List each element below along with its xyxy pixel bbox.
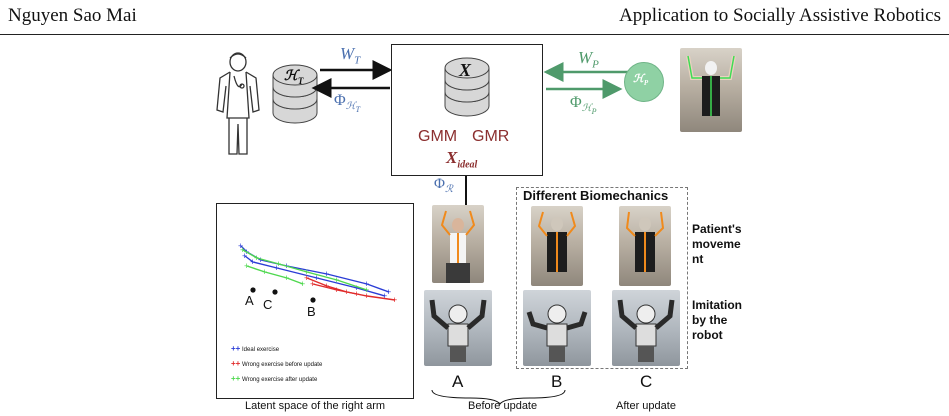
w-t-label: WT: [340, 44, 361, 67]
trajectory-line: [312, 283, 358, 295]
therapist-db-label: ℋT: [284, 69, 304, 86]
ideal-demo-photo: [432, 205, 484, 283]
header-title: Application to Socially Assistive Roboti…: [619, 5, 941, 26]
latent-space-trajectories: +++++++++++++++++++++++++++++++: [238, 241, 397, 305]
trajectory-line: [244, 255, 386, 297]
caption-after-update: After update: [616, 400, 676, 412]
trajectory-marker: +: [386, 287, 391, 297]
trajectory-marker: +: [240, 245, 245, 255]
trajectory-marker: +: [324, 269, 329, 279]
plot-caption: Latent space of the right arm: [245, 400, 386, 412]
point-label-b: B: [307, 304, 316, 319]
point-label-c: C: [263, 297, 273, 312]
robot-imitation-a: [424, 290, 492, 366]
trajectory-marker: +: [392, 295, 397, 305]
column-label-c: C: [640, 372, 653, 391]
x-ideal-label: Xideal: [446, 148, 478, 171]
trajectory-marker: +: [238, 241, 243, 251]
trajectory-marker: +: [324, 281, 329, 291]
trajectory-marker: +: [334, 285, 339, 295]
trajectory-marker: +: [364, 279, 369, 289]
header-author: Nguyen Sao Mai: [8, 5, 137, 26]
trajectory-marker: +: [364, 285, 369, 295]
patient-database-icon: [624, 62, 664, 102]
trajectory-marker: +: [276, 259, 281, 269]
therapist-icon: [216, 52, 260, 155]
trajectory-marker: +: [304, 267, 309, 277]
trajectory-line: [242, 249, 368, 291]
robot-imitation-b: [523, 290, 591, 366]
phi-t-label: ΦℋT: [334, 92, 361, 115]
patient-photo-b: [531, 206, 583, 286]
biomechanics-title: Different Biomechanics: [523, 188, 669, 203]
patient-db-label: ℋP: [633, 73, 649, 88]
keypoint-dot: [310, 297, 316, 303]
trajectory-marker: +: [254, 253, 259, 263]
legend-item: ++ Wrong exercise before update: [231, 359, 323, 368]
column-label-a: A: [452, 372, 464, 391]
plot-legend: ++ Ideal exercise ++ Wrong exercise befo…: [231, 342, 322, 387]
header-rule: [0, 34, 949, 35]
trajectory-marker: +: [300, 279, 305, 289]
gmr-label: GMR: [472, 128, 510, 145]
trajectory-marker: +: [304, 273, 309, 283]
column-label-b: B: [551, 372, 563, 391]
trajectory-marker: +: [262, 267, 267, 277]
trajectory-marker: +: [382, 291, 387, 301]
trajectory-marker: +: [284, 273, 289, 283]
trajectory-marker: +: [258, 255, 263, 265]
patient-photo: [680, 48, 742, 132]
trajectory-marker: +: [354, 289, 359, 299]
legend-item: ++ Ideal exercise: [231, 344, 280, 353]
robot-imitation-c: [612, 290, 680, 366]
biomechanics-box: [516, 187, 688, 369]
patient-photo-c: [619, 206, 671, 286]
keypoint-dot: [272, 289, 278, 295]
w-p-label: WP: [578, 48, 599, 71]
phi-p-label: ΦℋP: [570, 94, 597, 117]
keypoint-dot: [250, 287, 256, 293]
trajectory-marker: +: [314, 273, 319, 283]
central-database-icon: [444, 57, 490, 117]
legend-item: ++ Wrong exercise after update: [231, 374, 318, 383]
trajectory-marker: +: [310, 279, 315, 289]
trajectory-marker: +: [244, 261, 249, 271]
gmm-label: GMM: [418, 128, 458, 145]
trajectory-line: [246, 265, 304, 285]
trajectory-marker: +: [274, 263, 279, 273]
central-db-label: X: [459, 60, 472, 80]
trajectory-marker: +: [250, 257, 255, 267]
latent-space-plot: +++++++++++++++++++++++++++++++ A C B ++…: [216, 203, 414, 399]
trajectory-marker: +: [354, 283, 359, 293]
trajectory-marker: +: [334, 275, 339, 285]
point-label-a: A: [245, 293, 254, 308]
trajectory-marker: +: [364, 291, 369, 301]
caption-before-update: Before update: [468, 400, 538, 412]
trajectory-marker: +: [242, 251, 247, 261]
phi-r-label: Φℛ: [434, 176, 453, 195]
